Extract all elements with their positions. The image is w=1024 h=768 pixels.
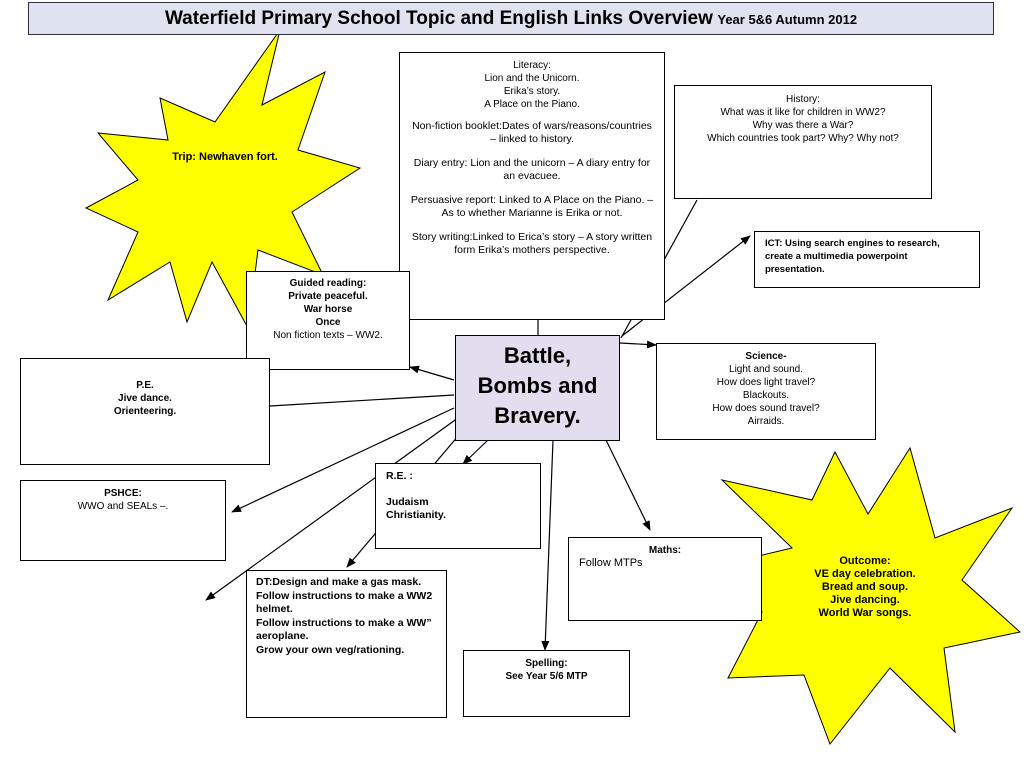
history-heading: History: bbox=[786, 94, 820, 105]
maths-heading: Maths: bbox=[648, 545, 682, 556]
dt-box: DT:Design and make a gas mask. Follow in… bbox=[246, 570, 447, 718]
science-box: Science- Light and sound. How does light… bbox=[656, 343, 876, 440]
page-subtitle: Year 5&6 Autumn 2012 bbox=[717, 12, 858, 27]
page-title: Waterfield Primary School Topic and Engl… bbox=[164, 8, 713, 29]
science-heading: Science- bbox=[745, 351, 787, 362]
central-topic: Battle, Bombs and Bravery. bbox=[455, 335, 620, 441]
trip-star bbox=[84, 29, 362, 330]
pshce-heading: PSHCE: bbox=[104, 488, 142, 499]
connector-pe bbox=[269, 394, 455, 407]
pe-heading: P.E. bbox=[136, 380, 154, 391]
literacy-nonfiction: Non-fiction booklet:Dates of wars/reason… bbox=[412, 120, 652, 145]
literacy-diary: Diary entry: Lion and the unicorn – A di… bbox=[413, 157, 651, 182]
literacy-heading: Literacy: bbox=[513, 60, 551, 71]
ict-box: ICT: Using search engines to research, c… bbox=[754, 231, 980, 288]
trip-label: Trip: Newhaven fort. bbox=[172, 151, 278, 163]
pe-box: P.E. Jive dance. Orienteering. bbox=[20, 358, 270, 465]
outcome-label: Outcome: VE day celebration. Bread and s… bbox=[814, 555, 916, 619]
guided-reading-heading: Guided reading: bbox=[289, 278, 367, 289]
connector-spelling bbox=[541, 439, 554, 651]
literacy-persuasive: Persuasive report: Linked to A Place on … bbox=[410, 194, 654, 219]
literacy-box: Literacy: Lion and the Unicorn. Erika’s … bbox=[399, 52, 665, 320]
connector-science bbox=[619, 340, 657, 349]
spelling-box: Spelling: See Year 5/6 MTP bbox=[463, 650, 630, 717]
connector-dt-far bbox=[205, 414, 463, 601]
history-box: History: What was it like for children i… bbox=[674, 85, 932, 199]
title-bar: Waterfield Primary School Topic and Engl… bbox=[28, 2, 994, 35]
connector-guided-reading bbox=[409, 365, 455, 381]
connector-re bbox=[462, 439, 489, 465]
connector-maths bbox=[605, 439, 651, 531]
maths-box: Maths: Follow MTPs bbox=[568, 537, 762, 621]
re-box: R.E. : Judaism Christianity. bbox=[375, 463, 541, 549]
outcome-star bbox=[706, 446, 1022, 746]
literacy-story: Story writing:Linked to Erica’s story – … bbox=[411, 231, 653, 256]
spelling-heading: Spelling: bbox=[525, 658, 568, 669]
pshce-box: PSHCE: WWO and SEALs –. bbox=[20, 480, 226, 561]
re-heading: R.E. : bbox=[386, 470, 413, 482]
guided-reading-box: Guided reading: Private peaceful. War ho… bbox=[246, 271, 410, 370]
connector-pshce bbox=[231, 407, 455, 513]
ict-text: ICT: Using search engines to research, c… bbox=[765, 238, 940, 275]
